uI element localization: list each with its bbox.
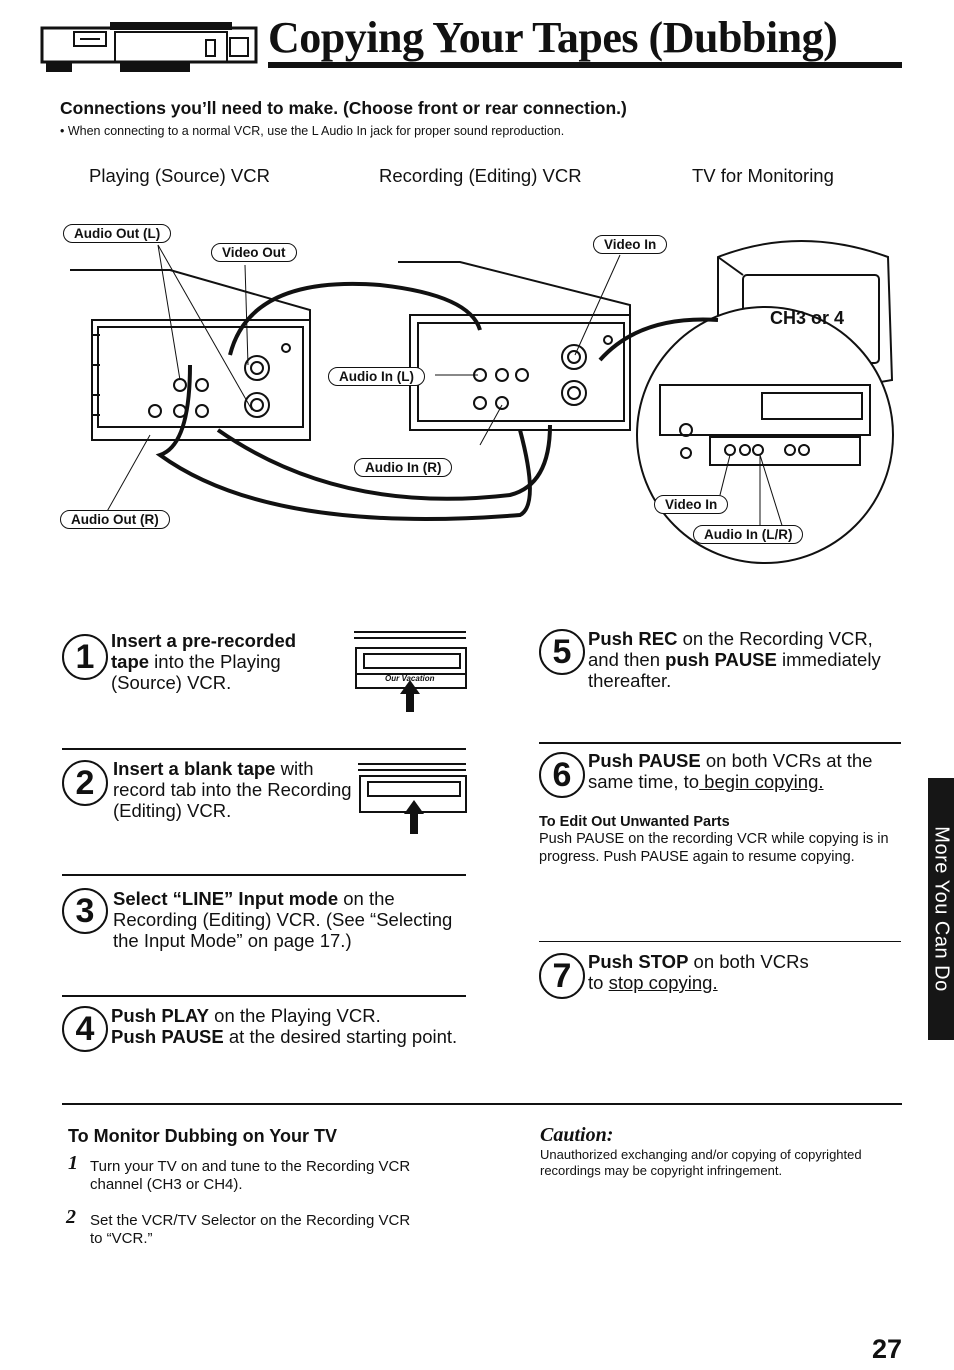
step-1-text: Insert a pre-recorded tape into the Play…: [111, 630, 297, 693]
tape-insert-icon: [354, 631, 467, 712]
monitor-heading: To Monitor Dubbing on Your TV: [68, 1126, 337, 1146]
monitor-item-1-number: 1: [68, 1152, 78, 1174]
blank-tape-icon: [358, 763, 467, 834]
edit-out-text: Push PAUSE on the recording VCR while co…: [539, 831, 889, 865]
callout-audio-out-l: Audio Out (L): [63, 224, 172, 243]
callout-audio-out-r: Audio Out (R): [60, 510, 170, 529]
tv-screen-text: CH3 or 4: [770, 308, 845, 328]
caution-heading: Caution:: [540, 1124, 614, 1146]
page-title: Copying Your Tapes (Dubbing): [268, 13, 838, 62]
step-4-text: Push PLAY on the Playing VCR.Push PAUSE …: [111, 1005, 458, 1047]
tape-label: Our Vacation: [385, 674, 435, 683]
divider: [62, 874, 466, 876]
step-5-number: 5: [539, 629, 585, 675]
page-number: 27: [872, 1334, 903, 1364]
monitor-item-2-number: 2: [66, 1206, 76, 1228]
section-side-tab: More You Can Do: [928, 778, 954, 1040]
step-3-number: 3: [62, 888, 108, 934]
connection-note: • When connecting to a normal VCR, use t…: [60, 124, 565, 138]
caution-text: Unauthorized exchanging and/or copying o…: [540, 1147, 862, 1178]
playing-vcr-label: Playing (Source) VCR: [89, 165, 270, 186]
step-7-number: 7: [539, 953, 585, 999]
divider: [539, 941, 901, 942]
divider: [539, 742, 901, 744]
tv-label: TV for Monitoring: [692, 165, 834, 186]
divider: [62, 1103, 902, 1105]
connections-heading: Connections you’ll need to make. (Choose…: [60, 98, 627, 118]
step-1-number: 1: [62, 634, 108, 680]
callout-video-in: Video In: [593, 235, 668, 254]
divider: [62, 995, 466, 997]
step-3-text: Select “LINE” Input mode on the Recordin…: [113, 888, 453, 951]
callout-front-audio-in: Audio In (L/R): [693, 525, 804, 544]
callout-audio-in-l: Audio In (L): [328, 367, 425, 386]
step-4-number: 4: [62, 1006, 108, 1052]
step-2-text: Insert a blank tape with record tab into…: [113, 758, 352, 821]
divider: [62, 748, 466, 750]
monitor-item-1-text: Turn your TV on and tune to the Recordin…: [90, 1158, 411, 1193]
step-6-number: 6: [539, 752, 585, 798]
title-underline: [268, 62, 902, 68]
callout-video-out: Video Out: [211, 243, 297, 262]
step-5-text: Push REC on the Recording VCR, and then …: [588, 628, 881, 691]
step-7-text: Push STOP on both VCRs to stop copying.: [588, 951, 809, 993]
callout-audio-in-r: Audio In (R): [354, 458, 453, 477]
vcr-tv-icon: [40, 22, 258, 72]
recording-vcr-label: Recording (Editing) VCR: [379, 165, 582, 186]
monitor-item-2-text: Set the VCR/TV Selector on the Recording…: [90, 1212, 411, 1247]
step-2-number: 2: [62, 760, 108, 806]
callout-front-video-in: Video In: [654, 495, 729, 514]
step-6-text: Push PAUSE on both VCRs at the same time…: [588, 750, 873, 792]
edit-out-heading: To Edit Out Unwanted Parts: [539, 814, 730, 830]
